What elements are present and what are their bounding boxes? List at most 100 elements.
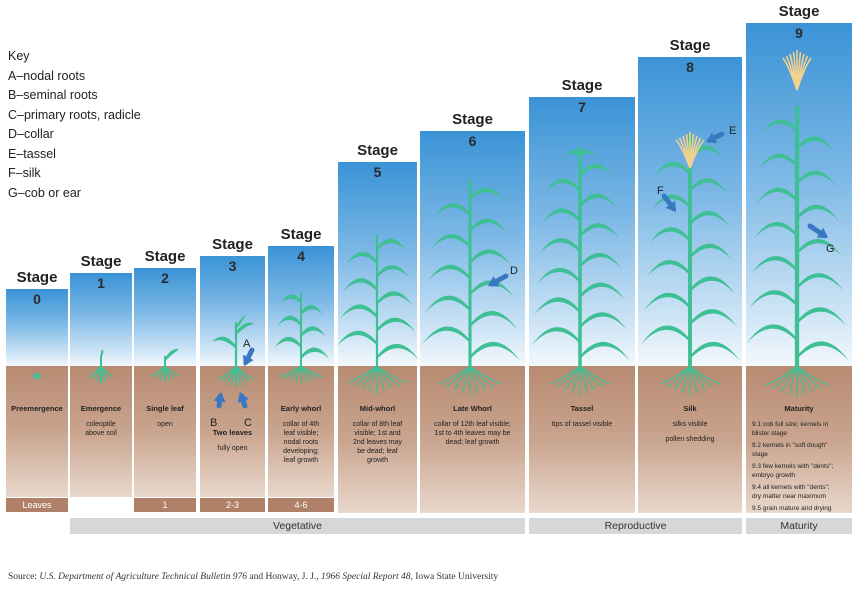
stage8-leaf <box>641 325 690 345</box>
callout-g-arrow-head <box>816 227 828 238</box>
stage6-root <box>469 365 503 385</box>
phase-reproductive: Reproductive <box>529 518 742 534</box>
stage9-leaf <box>754 221 797 239</box>
stage7-leaf <box>580 312 628 331</box>
stage9-leaf <box>751 255 797 274</box>
stage6-leaf <box>470 218 508 234</box>
stage-panel-3: 3 <box>200 256 265 366</box>
stage-name-3: Two leaves <box>212 428 253 437</box>
leaves-stage-2: 1 <box>134 498 196 512</box>
stage5-leaf <box>343 278 377 292</box>
stage6-leaf <box>421 326 470 346</box>
stage7-tassel <box>579 151 595 157</box>
stage7-root <box>564 365 581 391</box>
stage-number-8: 8 <box>686 59 694 75</box>
stage-number-1: 1 <box>97 275 105 291</box>
stage-desc-line: tips of tassel visible <box>551 421 613 428</box>
stage-desc-line: open <box>157 421 173 428</box>
stage9-leaf <box>759 153 797 169</box>
stage5-leaf <box>377 264 410 278</box>
stage-number-7: 7 <box>578 99 586 115</box>
stage6-leaf <box>431 233 470 250</box>
stage-name-9: Maturity <box>784 404 814 413</box>
stage3-leaf <box>212 336 236 349</box>
stage-word-2: Stage <box>144 248 186 265</box>
stage-number-6: 6 <box>468 133 477 149</box>
seed <box>33 373 41 379</box>
stage-name-5: Mid-whorl <box>359 404 396 413</box>
stage6-root <box>453 365 471 391</box>
stage9-leaf <box>761 119 797 134</box>
stage-desc-line: collar of 4th <box>282 421 320 428</box>
stage8-leaf <box>644 292 690 311</box>
stage-desc-line: collar of 12th leaf visible; <box>434 421 511 428</box>
stage8-root <box>689 365 721 385</box>
stage-word-1: Stage <box>80 253 122 270</box>
maturity-note-line: 9.4 all kernels with "dents"; <box>752 484 830 491</box>
key-item-f: F–silk <box>8 166 41 180</box>
key-legend: Key A–nodal roots B–seminal roots C–prim… <box>8 47 141 203</box>
stage7-leaf <box>544 178 580 193</box>
stage5-leaf <box>339 304 377 319</box>
stage6-leaf <box>427 264 470 282</box>
stage7-leaf <box>539 238 580 254</box>
stage-number-4: 4 <box>297 248 305 264</box>
stage-word-3: Stage <box>212 236 253 253</box>
stage-panel-6: 6 <box>420 131 525 366</box>
stage-desc-line: growth <box>366 457 388 464</box>
source-citation: Source: U.S. Department of Agriculture T… <box>8 572 498 582</box>
stage-word-5: Stage <box>357 142 398 159</box>
stage9-leaf <box>797 273 844 292</box>
stage3-leaf <box>236 314 246 329</box>
stage-panel-1: 1 <box>70 273 132 366</box>
maturity-note-line: 9.5 grain mature and drying <box>752 505 832 512</box>
stage8-leaf <box>654 161 690 176</box>
stage9-leaf <box>797 307 847 327</box>
stage6-leaf <box>470 280 514 298</box>
stage-desc-line: visible; 1st and <box>354 430 401 437</box>
stage4-leaf <box>301 347 329 359</box>
phase-maturity: Maturity <box>746 518 852 534</box>
callout-e: E <box>729 125 736 137</box>
phase-vegetative: Vegetative <box>70 518 525 534</box>
stage8-leaf <box>652 194 690 210</box>
key-item-g: G–cob or ear <box>8 185 81 200</box>
stage-name-6: Late Whorl <box>453 404 492 413</box>
stage9-leaf <box>797 341 849 362</box>
stage6-leaf <box>470 311 517 330</box>
stage6-leaf <box>470 249 511 266</box>
stage-desc-line: be dead; leaf <box>357 448 398 455</box>
stage-desc-line: coleoptile <box>86 421 116 428</box>
stage6-leaf <box>424 295 470 314</box>
stage5-root <box>376 365 408 384</box>
stage1-root <box>100 365 114 378</box>
callout-c: C <box>244 417 252 429</box>
stage9-root <box>796 365 814 392</box>
stage-panel-2: 2 <box>134 268 196 366</box>
stage-name-1: Emergence <box>80 404 122 413</box>
maturity-note-line: 9.1 cob full size; kernels in <box>752 421 829 428</box>
callout-d-arrow-head <box>488 276 500 287</box>
stage-desc-line: dead; leaf growth <box>445 439 500 446</box>
stage7-leaf <box>580 223 620 239</box>
callout-d: D <box>510 265 518 277</box>
callout-g: G <box>826 243 835 255</box>
stage5-root <box>361 365 378 389</box>
stage9-tassel <box>796 57 812 91</box>
stage-number-2: 2 <box>161 270 169 286</box>
stage-word-0: Stage <box>16 269 58 286</box>
stage8-root <box>689 365 706 391</box>
callout-f: F <box>657 185 664 197</box>
stage7-root <box>579 365 596 391</box>
